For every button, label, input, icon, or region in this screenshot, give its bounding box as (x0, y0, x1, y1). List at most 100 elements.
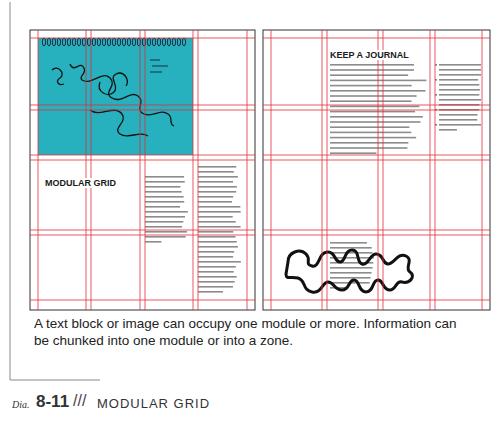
greeked-text (145, 241, 161, 243)
greeked-text (198, 291, 223, 293)
greeked-text (198, 221, 236, 223)
grid-line (322, 30, 323, 310)
greeked-text (330, 85, 412, 87)
greeked-text (330, 267, 373, 269)
greeked-text (145, 231, 187, 233)
greeked-text (330, 126, 409, 128)
greeked-text (198, 281, 235, 283)
greeked-text (330, 242, 367, 244)
grid-line (198, 30, 199, 310)
grid-line (263, 235, 490, 236)
grid-line (378, 30, 379, 310)
grid-line (247, 30, 248, 310)
greeked-text (145, 226, 182, 228)
greeked-text (330, 277, 371, 279)
grid-line (30, 235, 255, 236)
greeked-text (439, 69, 481, 71)
greeked-text (198, 191, 236, 193)
greeked-text (145, 181, 185, 183)
greeked-text (198, 261, 241, 263)
grid-line (482, 30, 483, 310)
grid-line (30, 155, 255, 156)
spiral-ring (82, 38, 85, 46)
greeked-text (198, 186, 237, 188)
spiral-ring (157, 38, 160, 46)
grid-line (430, 30, 431, 310)
grid-line (145, 30, 146, 310)
spiral-ring (92, 38, 95, 46)
figure-title: MODULAR GRID (97, 396, 210, 411)
greeked-text (198, 181, 233, 183)
spiral-ring (112, 38, 115, 46)
greeked-text (198, 166, 236, 168)
spiral-ring (62, 38, 65, 46)
greeked-text (439, 84, 479, 86)
spiral-ring (127, 38, 130, 46)
grid-line (271, 30, 272, 310)
greeked-text (439, 119, 477, 121)
greeked-text (330, 64, 414, 66)
spiral-ring (172, 38, 175, 46)
doodle (52, 64, 174, 136)
greeked-text (330, 111, 415, 113)
notebook-image (38, 38, 193, 155)
greeked-text (330, 132, 411, 134)
greeked-text (330, 247, 372, 249)
greeked-text (198, 231, 233, 233)
spiral-ring (122, 38, 125, 46)
greeked-text (145, 176, 184, 178)
grid-line (435, 30, 436, 310)
greeked-text (145, 221, 183, 223)
spiral-ring (177, 38, 180, 46)
greeked-text (330, 272, 372, 274)
greeked-text (330, 95, 417, 97)
greeked-text (198, 176, 238, 178)
squiggle-drawing (286, 250, 412, 292)
grid-line (30, 105, 255, 106)
greeked-text (145, 236, 186, 238)
cover-lettering (150, 60, 168, 72)
greeked-text (439, 74, 481, 76)
greeked-text (330, 137, 416, 139)
greeked-text (198, 171, 234, 173)
greeked-text (145, 211, 188, 213)
greeked-text (439, 99, 481, 101)
spiral-ring (152, 38, 155, 46)
spiral-ring (42, 38, 45, 46)
grid-line (193, 30, 194, 310)
greeked-text (145, 196, 184, 198)
grid-line (30, 300, 255, 301)
figure-number: 8-11 (36, 392, 69, 412)
greeked-text (198, 241, 237, 243)
spiral-ring (182, 38, 185, 46)
greeked-text (330, 74, 408, 76)
greeked-text (198, 201, 232, 203)
grid-line (263, 230, 490, 231)
greeked-text (439, 89, 480, 91)
greeked-text (330, 116, 423, 118)
spiral-ring (132, 38, 135, 46)
page-heading: KEEP A JOURNAL (329, 50, 410, 60)
greeked-text (439, 64, 481, 66)
greeked-text (439, 114, 478, 116)
grid-line (383, 30, 384, 310)
page-heading: MODULAR GRID (44, 178, 117, 188)
greeked-text (330, 69, 414, 71)
greeked-text (439, 129, 457, 131)
greeked-text (145, 206, 180, 208)
greeked-text (198, 271, 234, 273)
greeked-text (330, 147, 407, 149)
spiral-ring (52, 38, 55, 46)
greeked-text (330, 106, 419, 108)
grid-line (38, 30, 39, 310)
page (30, 30, 255, 310)
spiral-ring (107, 38, 110, 46)
spiral-ring (117, 38, 120, 46)
greeked-text (198, 266, 236, 268)
grid-line (263, 300, 490, 301)
greeked-text (330, 152, 376, 154)
grid-line (30, 160, 255, 161)
grid-line (327, 30, 328, 310)
greeked-text (330, 142, 408, 144)
